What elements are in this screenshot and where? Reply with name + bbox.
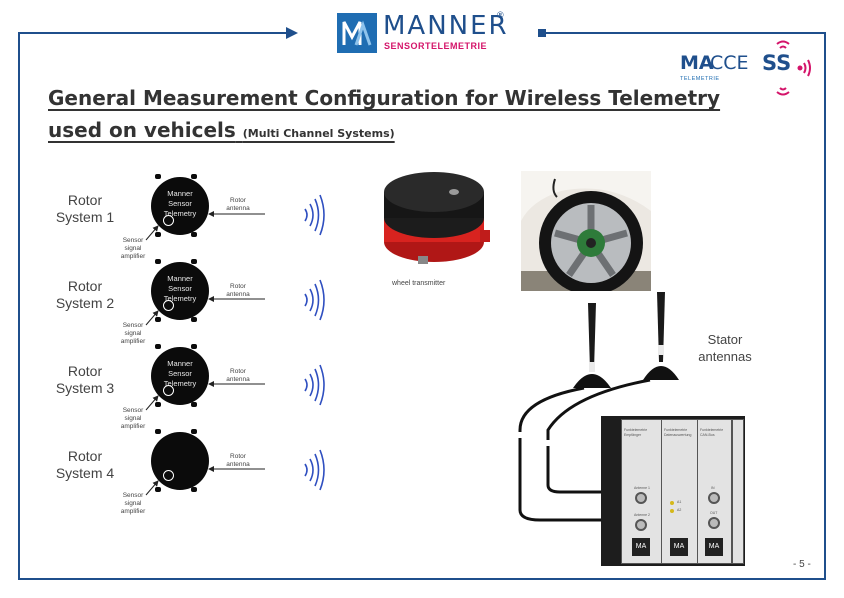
wheel-caption: wheel transmitter <box>392 280 446 287</box>
maccess-logo: MA CCE SS TELEMETRIE <box>680 40 820 100</box>
rotor-antenna-line <box>208 211 265 472</box>
stator-label-line2: antennas <box>698 349 752 364</box>
disc-lug <box>191 402 197 407</box>
ma-badge-icon: MA <box>670 538 688 556</box>
brand-name: MANNER <box>383 11 509 41</box>
disc-lug <box>191 259 197 264</box>
ma-badge-icon: MA <box>705 538 723 556</box>
frame-top-square <box>538 29 546 37</box>
car-wheel-image <box>521 171 651 291</box>
can-port-out[interactable] <box>708 517 720 529</box>
disc-text: Telemetry <box>163 379 197 388</box>
can-port-in[interactable] <box>708 492 720 504</box>
antenna-icon <box>643 292 679 380</box>
antenna-icon <box>573 303 611 388</box>
rack-unit-3: Funktelemetrie CAN-Bus IN OUT MA <box>697 419 732 564</box>
disc-lug <box>155 259 161 264</box>
disc-lug <box>191 429 197 434</box>
rack-unit-2: Funktelemetrie Datenauswertung A1 A2 MA <box>661 419 698 564</box>
disc-lug <box>155 174 161 179</box>
disc-lug <box>191 174 197 179</box>
disc-lug <box>191 487 197 492</box>
frame-top-right <box>546 32 826 34</box>
disc-text: Manner <box>167 189 193 198</box>
antenna-port-2[interactable] <box>635 519 647 531</box>
frame-right <box>824 32 826 580</box>
disc-lug <box>155 344 161 349</box>
disc-lug <box>191 317 197 322</box>
led-label: A1 <box>677 500 682 504</box>
disc-text: Manner <box>167 359 193 368</box>
disc-text: Sensor <box>168 199 192 208</box>
led-a1 <box>670 501 674 505</box>
antenna-port-label: Antenne 1 <box>634 486 650 490</box>
signal-waves-icon <box>776 40 811 96</box>
brand-tagline: SENSORTELEMETRIE <box>384 41 488 51</box>
rack-handle-right <box>732 419 744 564</box>
connector-ring <box>163 300 174 311</box>
disc-text: Manner <box>167 274 193 283</box>
radio-wave-icon <box>304 194 325 491</box>
stator-label-line1: Stator <box>707 332 743 347</box>
unit-title: Funktelemetrie Datenauswertung <box>664 428 692 437</box>
maccess-ss: SS <box>762 51 792 75</box>
unit-title: Funktelemetrie CAN-Bus <box>700 428 724 437</box>
stator-label: Stator antennas <box>695 331 755 365</box>
frame-bottom <box>18 578 826 580</box>
disc-lug <box>191 232 197 237</box>
connector-ring <box>163 215 174 226</box>
connector-ring <box>163 470 174 481</box>
antenna-port-1[interactable] <box>635 492 647 504</box>
antenna-port-label: Antenne 2 <box>634 513 650 517</box>
connector-ring <box>163 385 174 396</box>
can-port-label: IN <box>711 486 715 490</box>
receiver-rack: Funktelemetrie Empfänger Antenne 1 Anten… <box>601 416 745 566</box>
frame-left <box>18 32 20 580</box>
can-port-label: OUT <box>710 511 718 515</box>
maccess-telemetrie: TELEMETRIE <box>680 76 720 82</box>
disc-lug <box>191 344 197 349</box>
disc-lug <box>155 429 161 434</box>
maccess-cce: CCE <box>710 52 749 74</box>
unit-title: Funktelemetrie Empfänger <box>624 428 648 437</box>
page-number: - 5 - <box>793 559 811 570</box>
disc-text: Telemetry <box>163 294 197 303</box>
led-a2 <box>670 509 674 513</box>
disc-text: Telemetry <box>163 209 197 218</box>
disc-text: Sensor <box>168 284 192 293</box>
brand-registered: ® <box>497 10 504 20</box>
led-label: A2 <box>677 508 682 512</box>
wheel-transmitter-image <box>384 172 490 264</box>
page-title-line1: General Measurement Configuration for Wi… <box>48 86 721 110</box>
rack-unit-1: Funktelemetrie Empfänger Antenne 1 Anten… <box>621 419 662 564</box>
page-title-line2: used on vehicels (Multi Channel Systems) <box>48 118 395 142</box>
disc-text: Sensor <box>168 369 192 378</box>
maccess-ma: MA <box>680 52 714 74</box>
page-subtitle: (Multi Channel Systems) <box>242 127 395 140</box>
manner-logo-mark <box>337 13 377 53</box>
rotor-transmitter-4 <box>151 432 209 490</box>
frame-arrow <box>286 27 298 39</box>
page-title-vehicles: used on vehicels <box>48 118 236 142</box>
ma-badge-icon: MA <box>632 538 650 556</box>
frame-top-left <box>18 32 288 34</box>
manner-logo: MANNER ® SENSORTELEMETRIE <box>337 9 517 57</box>
